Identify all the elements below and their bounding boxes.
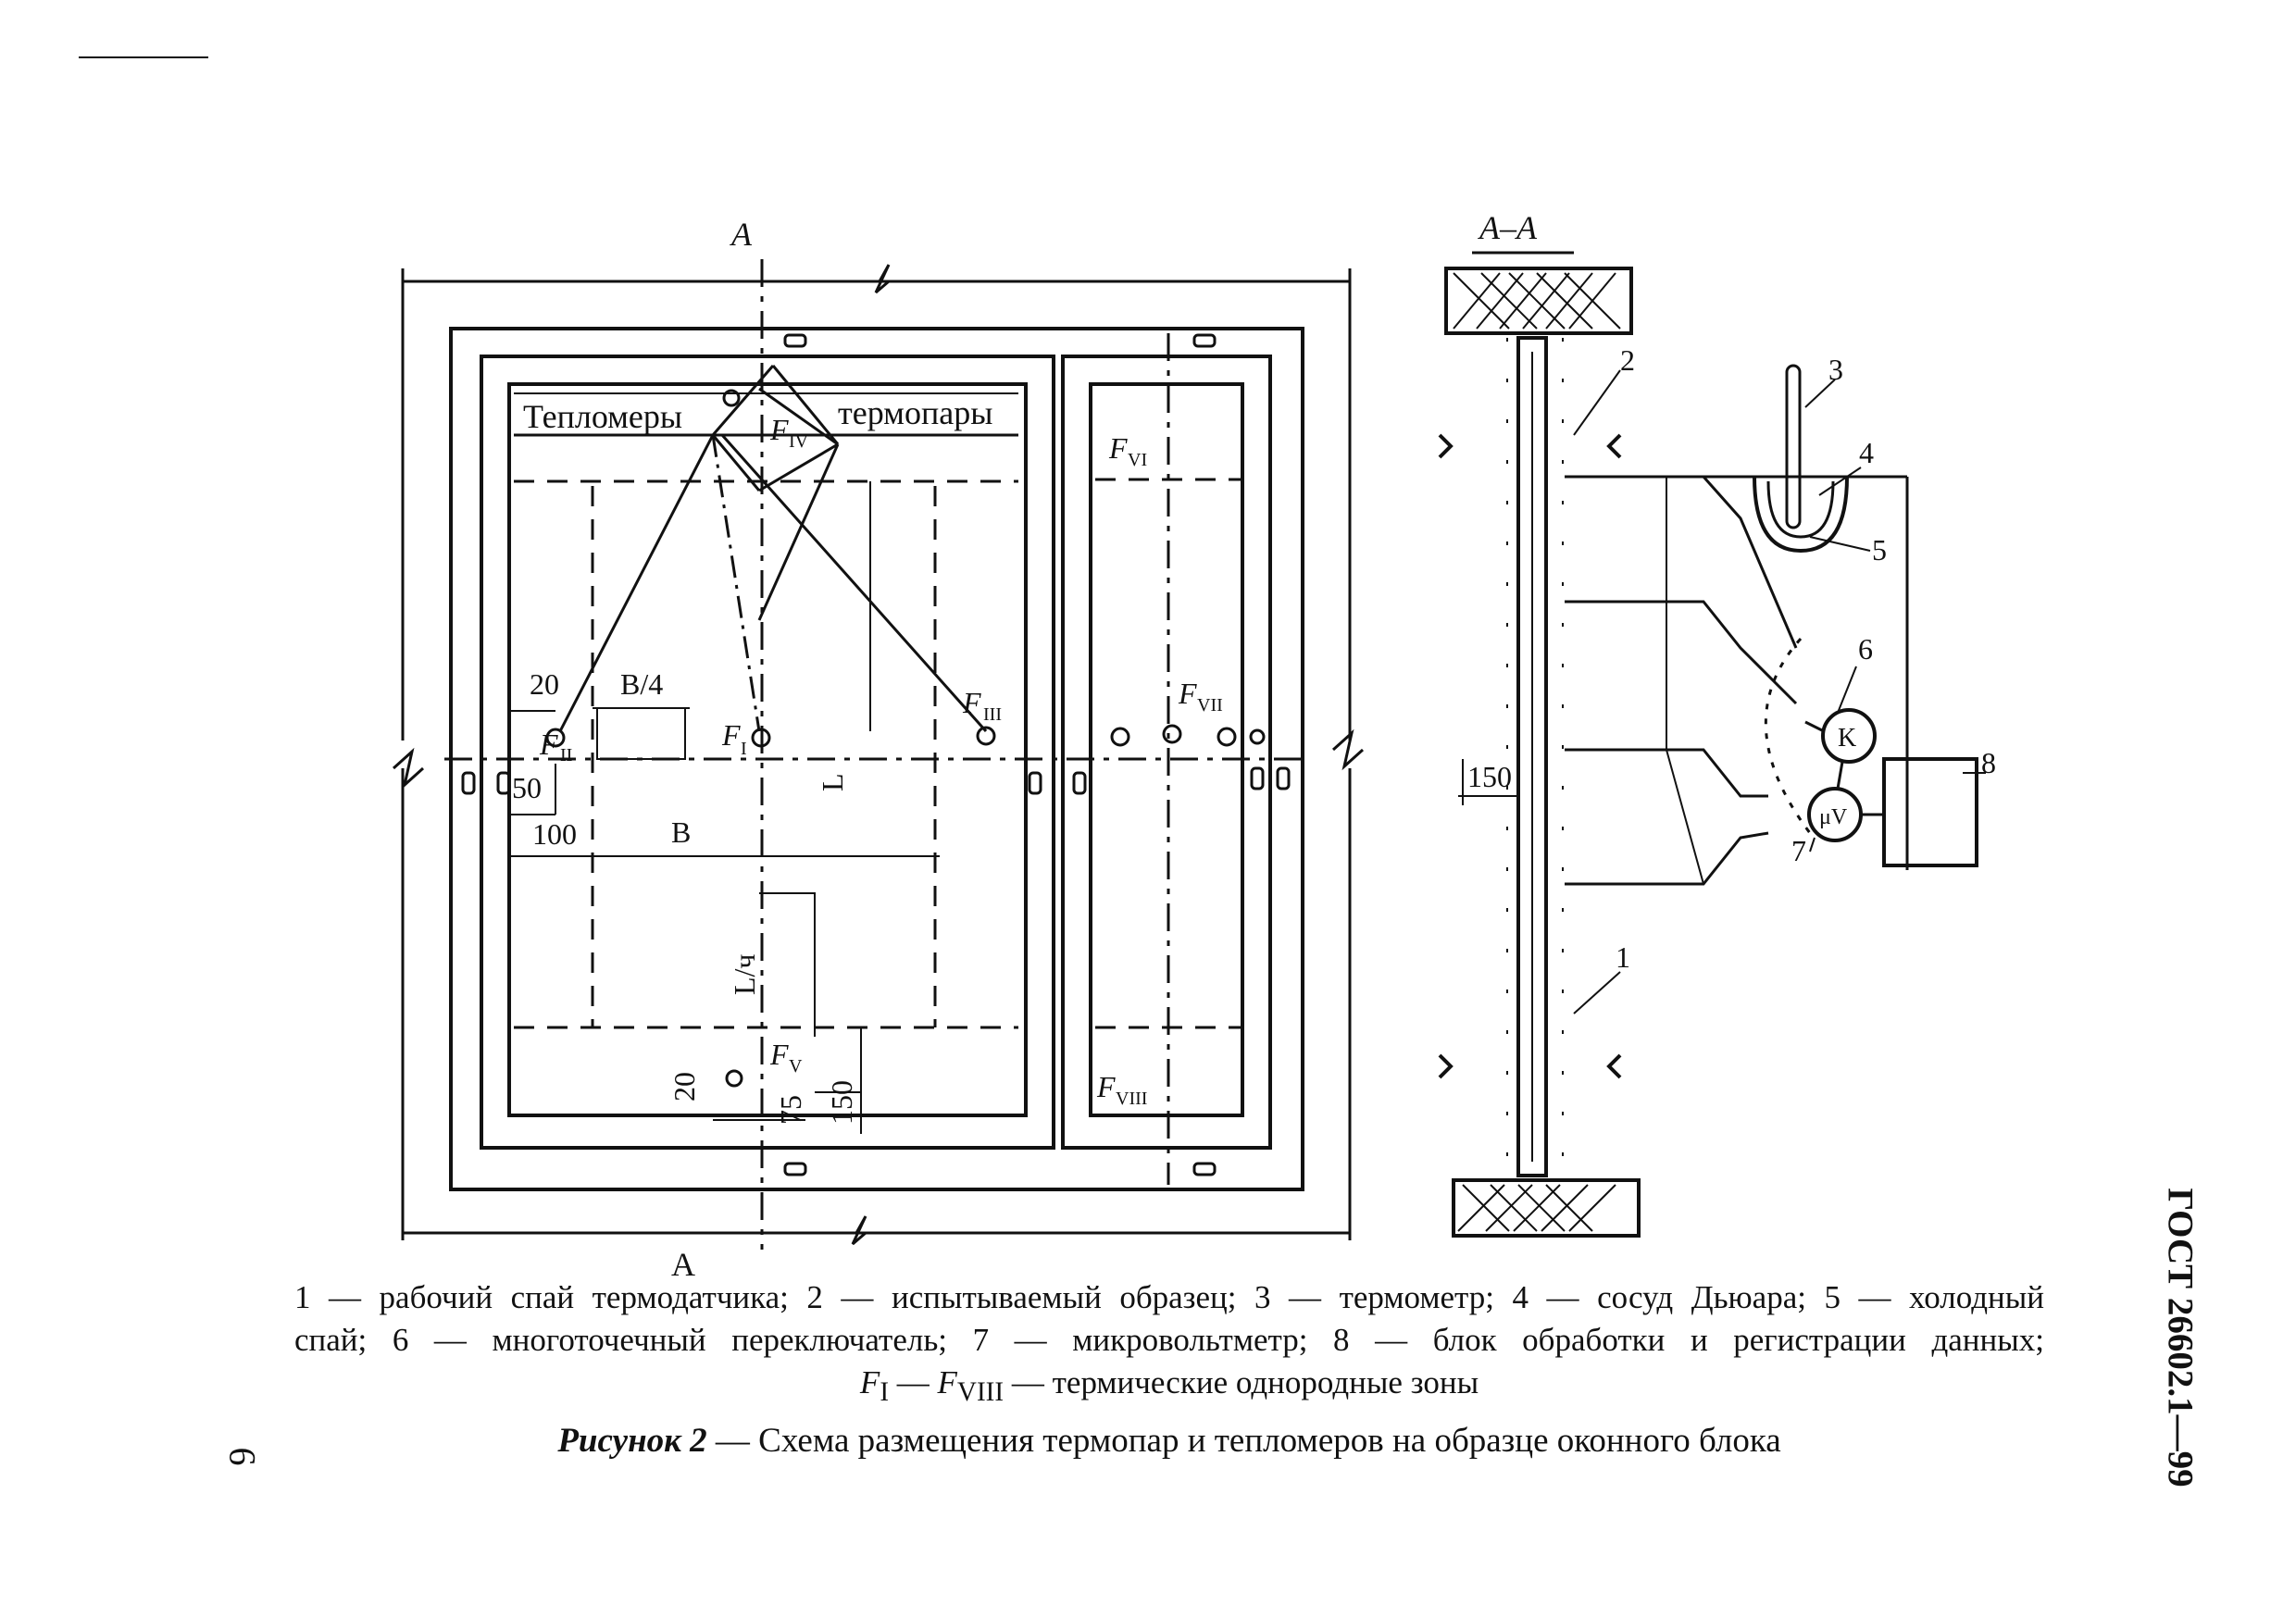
callout-6: 6 (1858, 632, 1873, 666)
callout-4: 4 (1859, 436, 1874, 469)
svg-text:F: F (1178, 677, 1197, 710)
svg-text:F: F (721, 718, 741, 752)
legend-line-2: спай; 6 — многоточечный переключатель; 7… (294, 1322, 2044, 1358)
microvoltmeter-label: μV (1819, 805, 1848, 829)
dimension-labels: 20 B/4 50 100 B L L/ч 20 75 150 150 (512, 667, 1512, 1125)
switch-k-label: K (1838, 724, 1856, 753)
dim-50: 50 (512, 771, 542, 804)
svg-text:III: III (983, 704, 1002, 725)
svg-text:F: F (1108, 431, 1128, 465)
section-view-title: A–A (1478, 209, 1538, 246)
zone-to-index: VIII (956, 1377, 1004, 1407)
front-view (392, 259, 1365, 1250)
label-heat-flux-meters: Тепломеры (523, 398, 682, 435)
callout-2: 2 (1620, 343, 1635, 377)
page-number: 6 (221, 1447, 264, 1466)
legend-line-3: FI — FVIII — термические однородные зоны (294, 1364, 2044, 1408)
section-dim-150: 150 (1467, 760, 1512, 793)
svg-text:VI: VI (1128, 450, 1147, 470)
callout-8: 8 (1981, 746, 1996, 779)
dim-150-bottom: 150 (825, 1080, 858, 1125)
svg-text:I: I (741, 739, 747, 759)
callout-3: 3 (1828, 353, 1843, 386)
callout-7: 7 (1791, 834, 1806, 867)
callout-numbers: 1 2 3 4 5 6 7 8 K μV (1616, 343, 1996, 974)
svg-text:IV: IV (789, 431, 809, 452)
svg-text:F: F (1096, 1070, 1116, 1103)
dim-20-top: 20 (530, 667, 559, 701)
callout-5: 5 (1872, 533, 1887, 566)
svg-text:F: F (769, 1038, 789, 1071)
legend-line-1: 1 — рабочий спай термодатчика; 2 — испыт… (294, 1279, 2044, 1315)
zone-dash: — (896, 1364, 930, 1400)
dim-100: 100 (532, 817, 577, 851)
svg-text:V: V (789, 1056, 803, 1077)
zone-to-symbol: F (937, 1364, 957, 1400)
dim-l-quarter: L/ч (728, 953, 761, 995)
figure-title: — Схема размещения термопар и тепломеров… (706, 1422, 1781, 1460)
svg-text:F: F (539, 728, 558, 761)
svg-text:VIII: VIII (1116, 1089, 1147, 1109)
svg-text:F: F (962, 686, 981, 719)
callout-1: 1 (1616, 940, 1630, 974)
dim-75: 75 (774, 1095, 807, 1125)
dim-20-bottom: 20 (668, 1072, 701, 1101)
label-thermocouples: термопары (838, 394, 992, 431)
zone-from-symbol: F (859, 1364, 880, 1400)
figure-label: Рисунок 2 (557, 1422, 707, 1460)
dim-l: L (816, 773, 849, 791)
figure-caption: Рисунок 2 — Схема размещения термопар и … (294, 1421, 2044, 1461)
svg-text:F: F (769, 413, 789, 446)
zone-description: — термические однородные зоны (1004, 1364, 1479, 1400)
svg-text:II: II (560, 745, 572, 765)
dim-b: B (671, 815, 691, 849)
section-mark-top: A (730, 216, 753, 253)
svg-text:VII: VII (1197, 695, 1223, 716)
standard-code: ГОСТ 26602.1—99 (2139, 1185, 2222, 1490)
dim-b-quarter: B/4 (620, 667, 663, 701)
section-mark-bottom: A (671, 1246, 695, 1283)
section-view (1438, 251, 1986, 1238)
zone-from-index: I (880, 1377, 890, 1407)
standard-code-text: ГОСТ 26602.1—99 (2160, 1188, 2201, 1487)
